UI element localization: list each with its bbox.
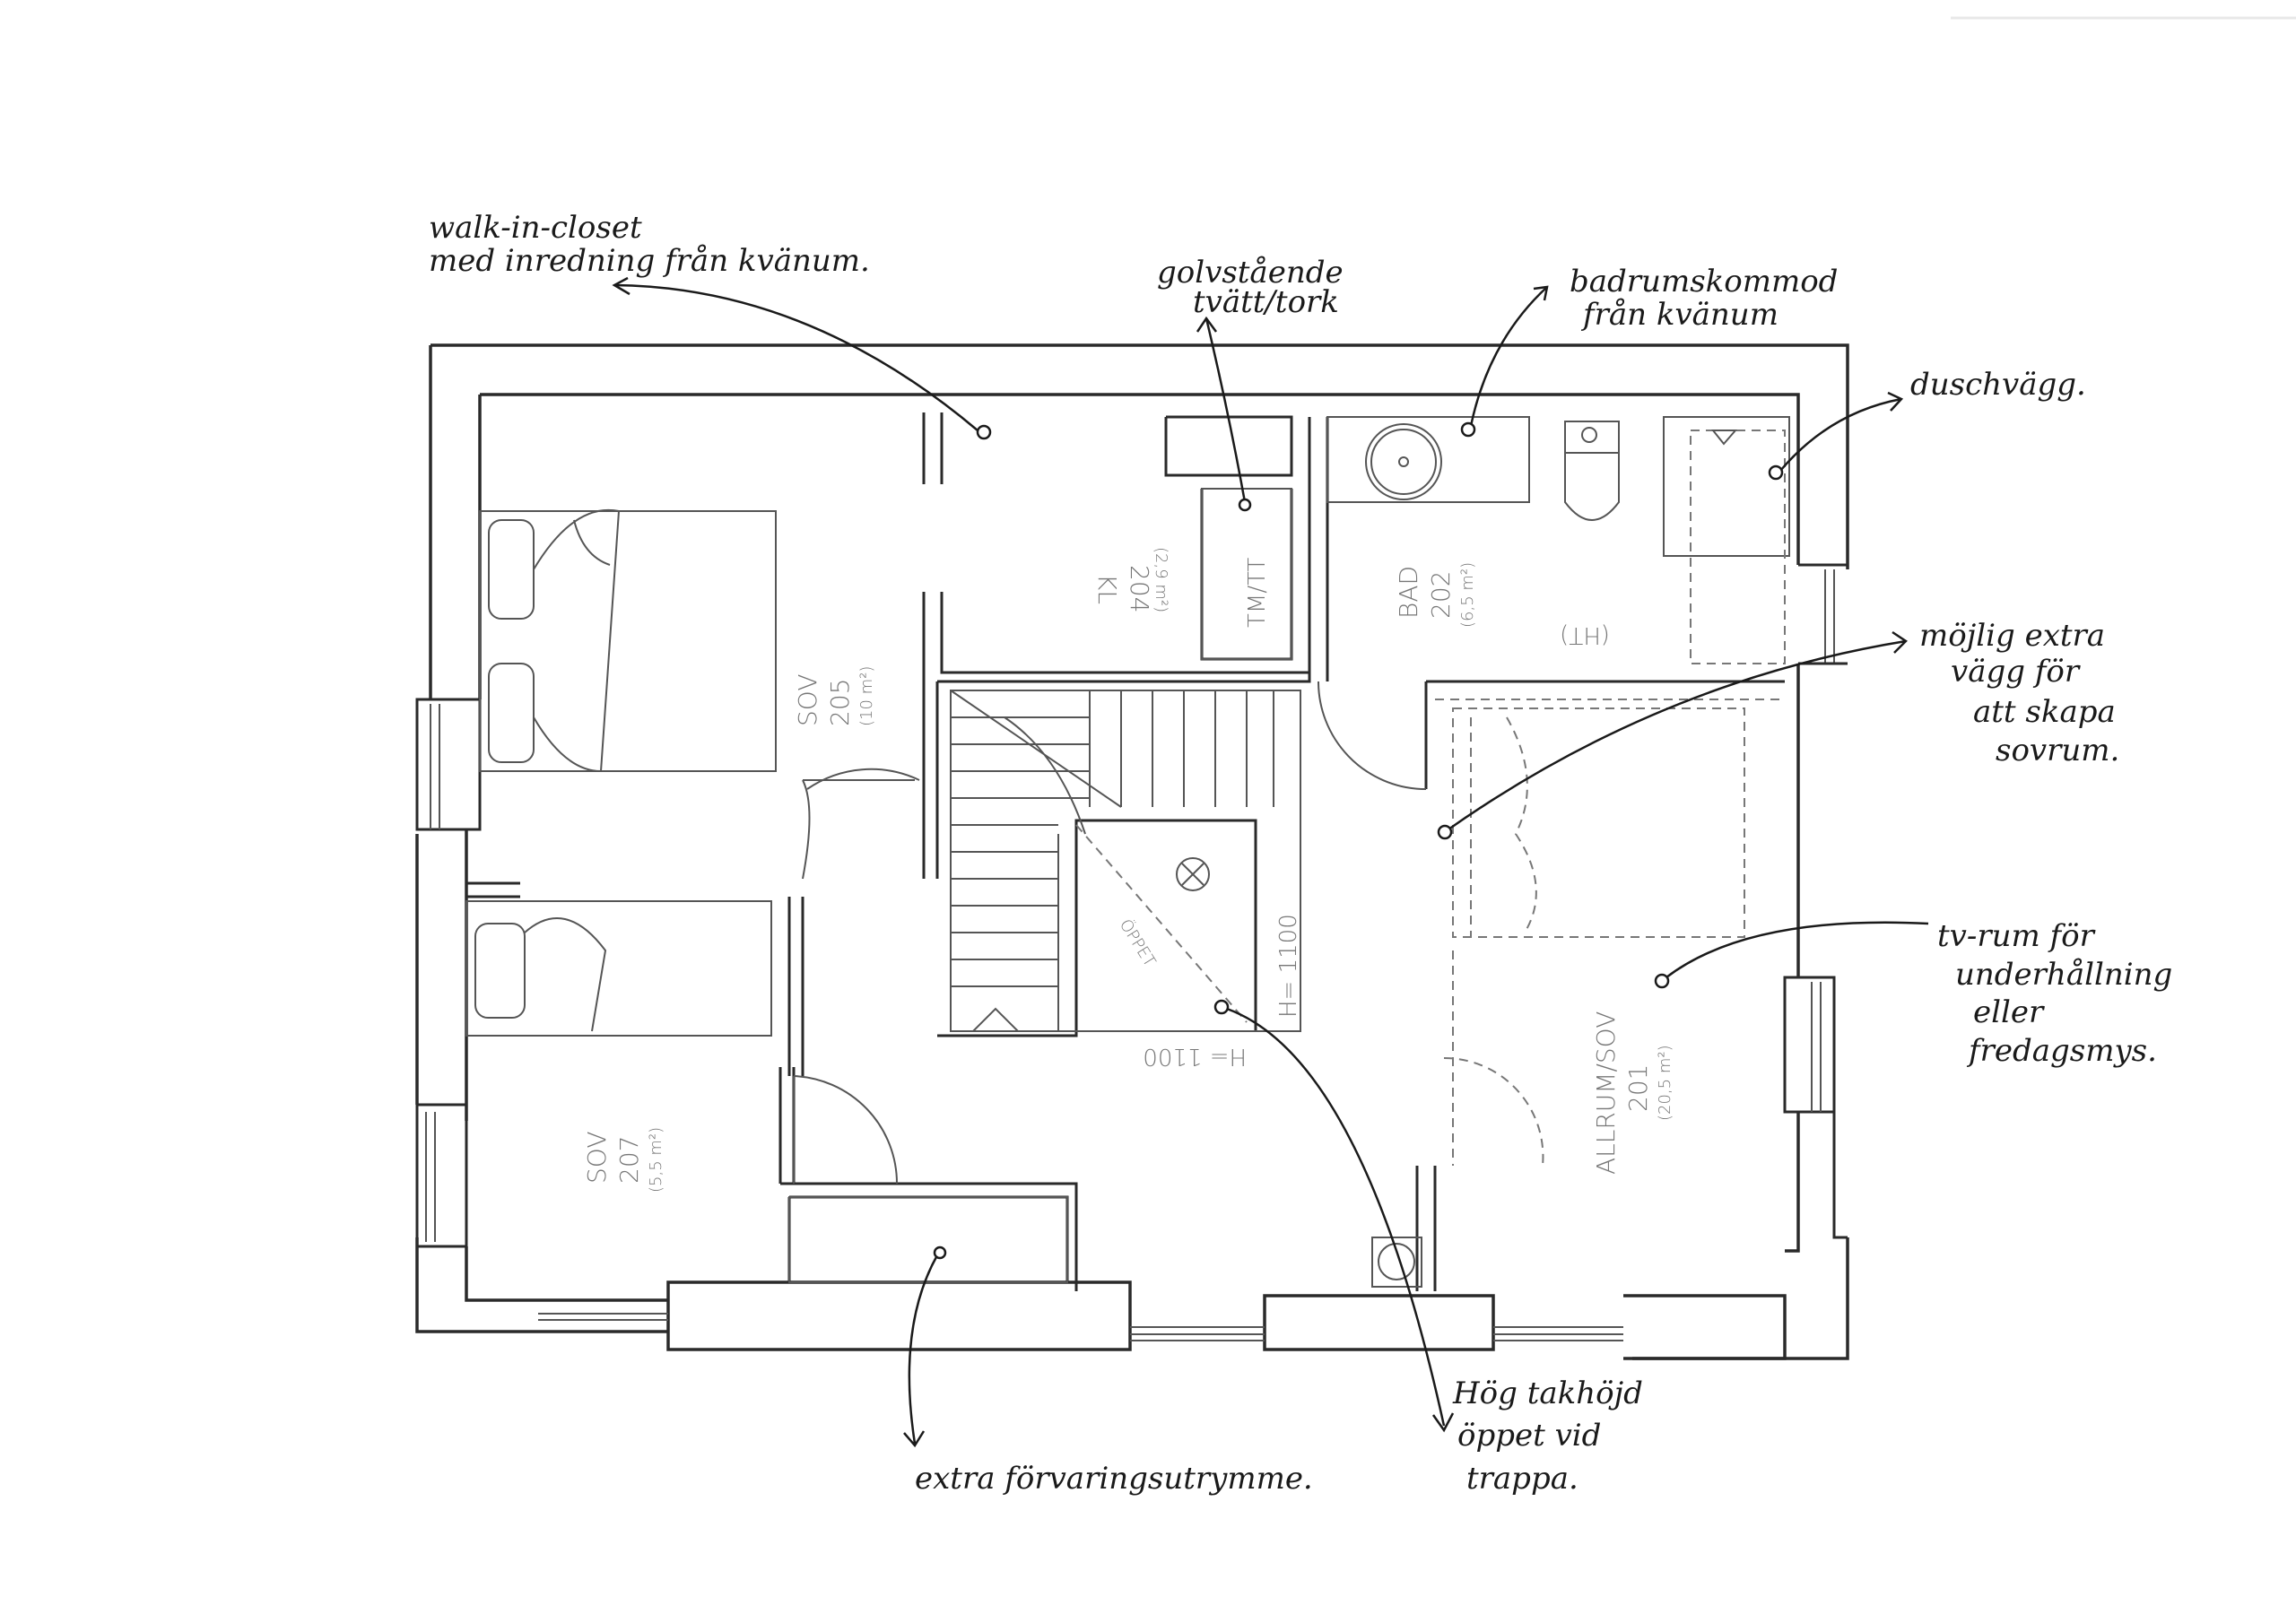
note-extra: extra förvaringsutrymme. <box>915 1461 1313 1497</box>
label-h1100-right: H= 1100 <box>1275 914 1302 1018</box>
svg-text:202: 202 <box>1426 571 1456 619</box>
leader-golvstaende <box>1205 317 1247 503</box>
marker-duschvagg <box>1768 464 1784 481</box>
svg-text:möjlig extra: möjlig extra <box>1919 618 2105 654</box>
note-walkin: walk-in-closet med inredning från kvänum… <box>429 210 870 279</box>
svg-text:204: 204 <box>1125 565 1154 612</box>
outer-walls <box>415 343 1849 1360</box>
svg-text:underhållning: underhållning <box>1955 957 2172 993</box>
note-mojlig: möjlig extra vägg för att skapa sovrum. <box>1919 618 2119 768</box>
leader-hog <box>1226 1007 1446 1427</box>
wardrobe <box>788 1196 1068 1283</box>
marker-badrumskommod <box>1460 421 1476 438</box>
svg-text:BAD: BAD <box>1394 566 1423 619</box>
label-tvtt: TM/TT <box>1244 558 1271 628</box>
bed-single <box>465 900 772 1037</box>
room-label-sov207: SOV 207 (5,5 m²) <box>582 1127 665 1193</box>
room-label-kl: KL 204 (2,9 m²) <box>1092 547 1170 612</box>
note-badrumskommod: badrumskommod från kvänum <box>1570 264 1838 333</box>
label-h1100-bottom: H= 1100 <box>1143 1043 1247 1070</box>
svg-text:(6,5 m²): (6,5 m²) <box>1458 562 1477 628</box>
marker-golvstaende <box>1238 498 1252 512</box>
svg-text:TM/TT: TM/TT <box>1244 558 1271 628</box>
label-ht: (HT) <box>1560 621 1610 648</box>
leader-mojlig <box>1448 639 1907 831</box>
svg-text:205: 205 <box>825 679 855 726</box>
svg-text:201: 201 <box>1623 1064 1653 1112</box>
svg-text:sovrum.: sovrum. <box>1996 733 2119 768</box>
svg-text:(10 m²): (10 m²) <box>857 666 876 726</box>
svg-text:eller: eller <box>1973 994 2045 1030</box>
marker-walkin <box>976 424 992 440</box>
svg-text:207: 207 <box>614 1136 644 1184</box>
leader-badrumskommod <box>1469 286 1548 427</box>
note-golvstaende: golvstående tvätt/tork <box>1157 255 1344 320</box>
svg-text:H= 1100: H= 1100 <box>1275 914 1302 1018</box>
svg-text:med inredning från kvänum.: med inredning från kvänum. <box>429 243 870 279</box>
shower-tray <box>1663 416 1790 557</box>
svg-text:KL: KL <box>1092 574 1122 604</box>
vanity-cabinet <box>1326 416 1530 503</box>
svg-text:ÖPPET: ÖPPET <box>1116 916 1161 970</box>
marker-tvrum <box>1654 973 1670 989</box>
marker-extra <box>933 1245 947 1260</box>
svg-text:(2,9 m²): (2,9 m²) <box>1152 547 1170 612</box>
note-duschvagg: duschvägg. <box>1910 367 2086 403</box>
marker-mojlig <box>1437 824 1453 840</box>
interior-walls <box>466 412 1785 1291</box>
svg-text:trappa.: trappa. <box>1466 1461 1578 1497</box>
svg-text:badrumskommod: badrumskommod <box>1570 264 1838 299</box>
svg-text:golvstående: golvstående <box>1157 255 1344 291</box>
svg-text:att skapa: att skapa <box>1973 694 2116 730</box>
leader-tvrum <box>1665 921 1929 978</box>
svg-text:öppet vid: öppet vid <box>1457 1418 1601 1454</box>
furniture <box>465 416 1790 1288</box>
svg-text:ALLRUM/SOV: ALLRUM/SOV <box>1591 1011 1621 1175</box>
svg-text:(5,5 m²): (5,5 m²) <box>647 1127 665 1193</box>
leader-extra <box>908 1254 939 1445</box>
marker-hog <box>1213 999 1230 1015</box>
svg-text:H= 1100: H= 1100 <box>1143 1043 1247 1070</box>
note-tvrum: tv-rum för underhållning eller fredagsmy… <box>1937 918 2172 1069</box>
room-label-allrum: ALLRUM/SOV 201 (20,5 m²) <box>1591 1011 1674 1175</box>
svg-text:(HT): (HT) <box>1560 621 1610 648</box>
svg-text:från kvänum: från kvänum <box>1580 297 1779 333</box>
svg-text:SOV: SOV <box>793 674 822 726</box>
leader-walkin <box>613 283 978 431</box>
label-stair-note: ÖPPET <box>1116 916 1161 970</box>
svg-text:vägg för: vägg för <box>1951 654 2081 690</box>
svg-text:tv-rum för: tv-rum för <box>1937 918 2096 954</box>
svg-text:duschvägg.: duschvägg. <box>1910 367 2086 403</box>
leader-duschvagg <box>1779 397 1902 472</box>
svg-text:extra förvaringsutrymme.: extra förvaringsutrymme. <box>915 1461 1313 1497</box>
room-label-bad: BAD 202 (6,5 m²) <box>1394 562 1477 628</box>
svg-text:walk-in-closet: walk-in-closet <box>429 210 642 246</box>
washer-dryer <box>1201 488 1292 660</box>
note-hog: Hög takhöjd öppet vid trappa. <box>1452 1376 1643 1497</box>
svg-text:SOV: SOV <box>582 1132 612 1184</box>
svg-text:tvätt/tork: tvätt/tork <box>1193 284 1339 320</box>
bed-double <box>479 510 777 772</box>
room-label-sov205: SOV 205 (10 m²) <box>793 666 876 726</box>
staircase <box>950 690 1301 1032</box>
svg-text:fredagsmys.: fredagsmys. <box>1966 1033 2157 1069</box>
svg-text:(20,5 m²): (20,5 m²) <box>1656 1045 1674 1121</box>
doors <box>793 681 1544 1185</box>
svg-text:Hög takhöjd: Hög takhöjd <box>1452 1376 1643 1411</box>
possible-bed-dashed <box>1452 707 1745 938</box>
